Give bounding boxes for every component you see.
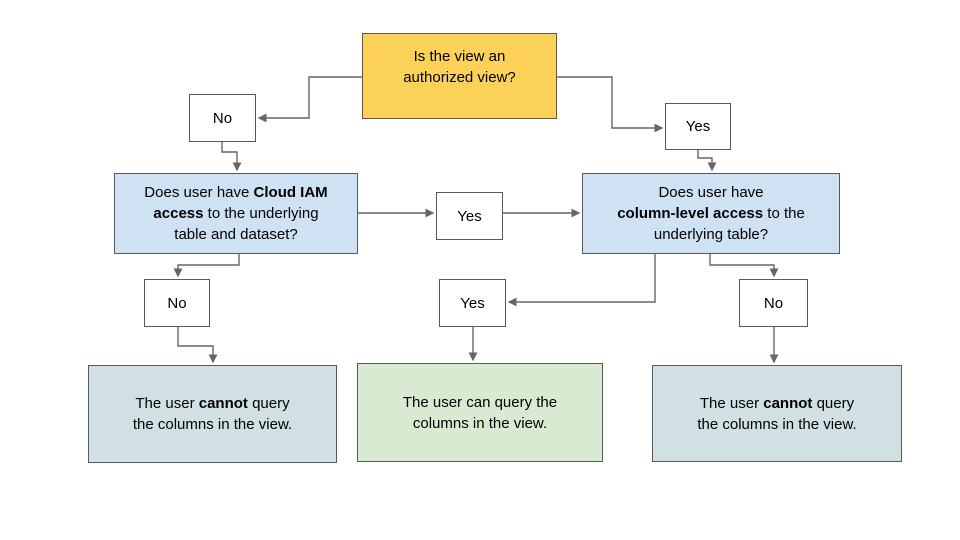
node-yes1: Yes bbox=[665, 103, 731, 150]
node-text-line: columns in the view. bbox=[413, 413, 547, 434]
node-text: No bbox=[167, 294, 187, 312]
node-text: authorized view? bbox=[403, 69, 516, 86]
node-text: underlying table? bbox=[653, 226, 769, 243]
node-text: The user can query the bbox=[402, 393, 558, 411]
edge-column-level-to-yes3 bbox=[507, 254, 656, 307]
node-text-line: Is the view an bbox=[414, 46, 506, 67]
node-text-line: Does user have Cloud IAM bbox=[144, 182, 327, 203]
node-text-line: The user can query the bbox=[403, 392, 557, 413]
node-text-line: Yes bbox=[457, 206, 481, 227]
edge-cloud-iam-to-no2 bbox=[173, 254, 240, 278]
node-text: Yes bbox=[685, 118, 711, 135]
node-text-line: Does user have bbox=[658, 182, 763, 203]
node-text: Does user have bbox=[144, 184, 254, 201]
edge-no2-to-cannot-left bbox=[177, 327, 218, 364]
node-text: query bbox=[247, 395, 290, 412]
node-text-line: No bbox=[213, 108, 232, 129]
node-text-line: No bbox=[167, 293, 186, 314]
node-text: to the underlying bbox=[203, 205, 319, 222]
node-text-line: access to the underlying bbox=[153, 203, 318, 224]
node-text-line: The user cannot query bbox=[135, 393, 289, 414]
node-text: Does user have bbox=[658, 184, 764, 201]
edge-authorized-to-yes1 bbox=[557, 76, 664, 133]
node-text: the columns in the view. bbox=[697, 415, 857, 433]
node-no2: No bbox=[144, 279, 210, 327]
node-text-bold: column-level access bbox=[617, 205, 764, 222]
node-no1: No bbox=[189, 94, 256, 142]
node-text-line: Yes bbox=[686, 116, 710, 137]
node-q-column-level: Does user have column-level access to the… bbox=[582, 173, 840, 254]
node-text: columns in the view. bbox=[412, 414, 548, 432]
edge-no1-to-cloud-iam bbox=[221, 142, 242, 172]
node-text-line: the columns in the view. bbox=[697, 414, 856, 435]
node-text-line: No bbox=[764, 293, 783, 314]
node-text: Yes bbox=[460, 294, 485, 312]
node-text: The user bbox=[699, 394, 764, 412]
node-yes2: Yes bbox=[436, 192, 503, 240]
node-text: to the bbox=[763, 205, 805, 222]
node-text-line: Yes bbox=[460, 293, 484, 314]
edge-column-level-to-no3 bbox=[709, 254, 779, 278]
node-text-line: The user cannot query bbox=[700, 393, 854, 414]
node-text-line: the columns in the view. bbox=[133, 414, 292, 435]
node-text-bold: Cloud IAM bbox=[253, 184, 328, 201]
node-text: Yes bbox=[457, 207, 482, 225]
node-text: table and dataset? bbox=[174, 226, 298, 243]
node-outcome-can: The user can query the columns in the vie… bbox=[357, 363, 603, 462]
edge-authorized-to-no1 bbox=[257, 76, 362, 123]
node-q-authorized: Is the view an authorized view? bbox=[362, 33, 557, 119]
node-text-line: table and dataset? bbox=[174, 224, 297, 245]
node-text-line: column-level access to the bbox=[617, 203, 805, 224]
node-text-bold: cannot bbox=[763, 394, 813, 412]
edge-yes1-to-column-level bbox=[697, 150, 717, 172]
node-no3: No bbox=[739, 279, 808, 327]
node-text: query bbox=[812, 394, 855, 412]
node-text-line: authorized view? bbox=[403, 67, 516, 88]
node-text: the columns in the view. bbox=[132, 416, 293, 433]
node-text: No bbox=[212, 109, 233, 127]
node-outcome-cannot-left: The user cannot query the columns in the … bbox=[88, 365, 337, 463]
node-text: No bbox=[763, 294, 784, 312]
node-text: The user bbox=[135, 395, 199, 412]
node-text-bold: access bbox=[153, 205, 204, 222]
node-text-line: underlying table? bbox=[654, 224, 768, 245]
node-text: Is the view an bbox=[413, 48, 506, 65]
node-yes3: Yes bbox=[439, 279, 506, 327]
node-text-bold: cannot bbox=[198, 395, 248, 412]
